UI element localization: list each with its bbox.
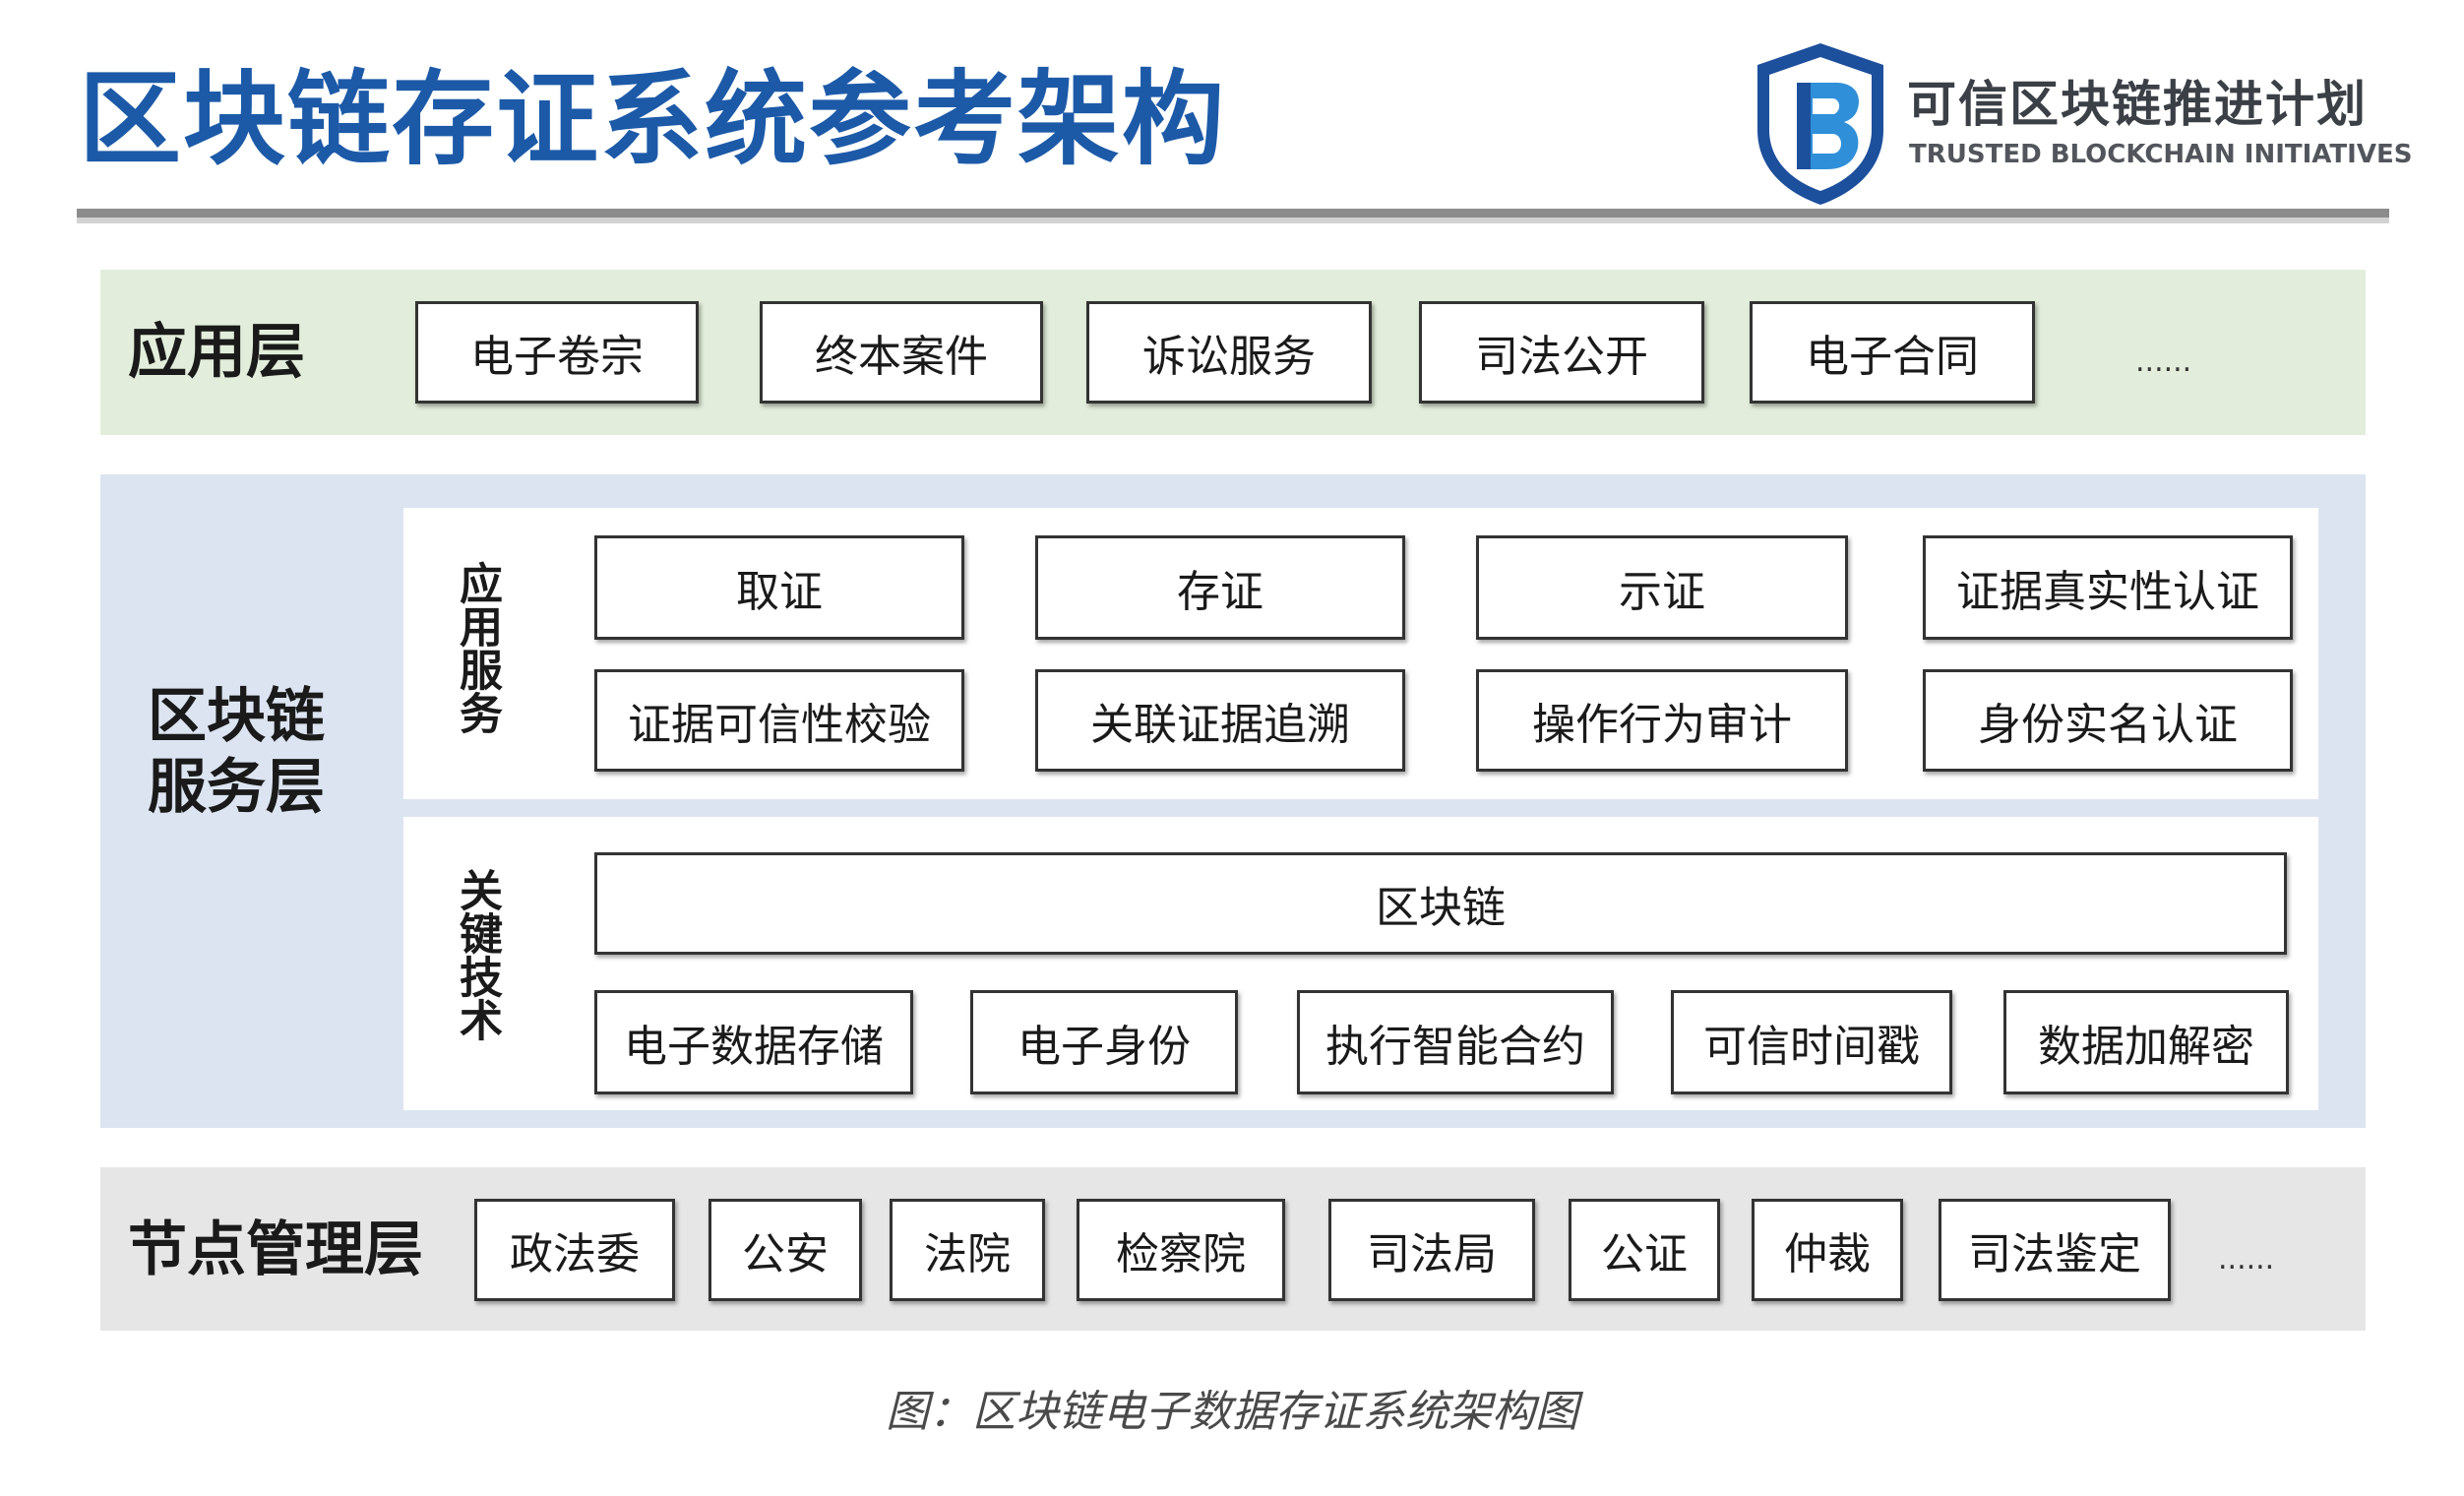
key-tech-item: 执行智能合约 [1297,990,1614,1094]
app-item: 电子合同 [1750,301,2035,404]
logo-chinese-name: 可信区块链推进计划 [1907,76,2368,133]
app-service-item: 存证 [1035,535,1405,640]
node-item: 法院 [890,1199,1045,1301]
app-item: 终本案件 [760,301,1043,404]
logo-english-name: TRUSTED BLOCKCHAIN INITIATIVES [1909,140,2413,169]
node-more-ellipsis: ...... [2218,1242,2275,1277]
key-tech-label: 关键技术 [452,868,502,1041]
header-divider [77,209,2389,218]
application-layer-label: 应用层 [128,318,305,387]
app-service-item: 证据真实性认证 [1923,535,2293,640]
shield-b-icon [1757,43,1883,205]
page-title: 区块链存证系统参考架构 [79,59,1227,179]
node-layer-label: 节点管理层 [128,1216,423,1284]
app-services-label: 应用服务 [452,561,502,734]
service-layer-label: 区块链 服务层 [148,681,325,823]
key-tech-item: 电子数据存储 [594,990,913,1094]
app-service-item: 示证 [1476,535,1848,640]
app-service-item: 身份实名认证 [1923,669,2293,772]
node-item: 仲裁 [1752,1199,1903,1301]
node-item: 检察院 [1077,1199,1285,1301]
key-tech-item: 电子身份 [970,990,1238,1094]
app-service-item: 取证 [594,535,964,640]
key-tech-item: 可信时间戳 [1671,990,1952,1094]
app-item: 电子卷宗 [415,301,699,404]
app-service-item: 关联证据追溯 [1035,669,1405,772]
node-item: 公安 [708,1199,862,1301]
app-item: 诉讼服务 [1086,301,1372,404]
service-layer-label-line1: 区块链 [148,682,325,751]
blockchain-box: 区块链 [594,852,2287,955]
node-item: 司法鉴定 [1939,1199,2171,1301]
app-service-item: 操作行为审计 [1476,669,1848,772]
node-item: 司法局 [1328,1199,1535,1301]
node-item: 公证 [1569,1199,1720,1301]
figure-caption: 图：区块链电子数据存证系统架构图 [886,1387,1578,1437]
app-service-item: 证据可信性校验 [594,669,964,772]
app-item: 司法公开 [1419,301,1704,404]
node-item: 政法委 [474,1199,675,1301]
key-tech-item: 数据加解密 [2003,990,2289,1094]
service-layer-label-line2: 服务层 [148,753,325,822]
header-divider-shadow [77,218,2389,223]
app-more-ellipsis: ...... [2135,344,2192,379]
